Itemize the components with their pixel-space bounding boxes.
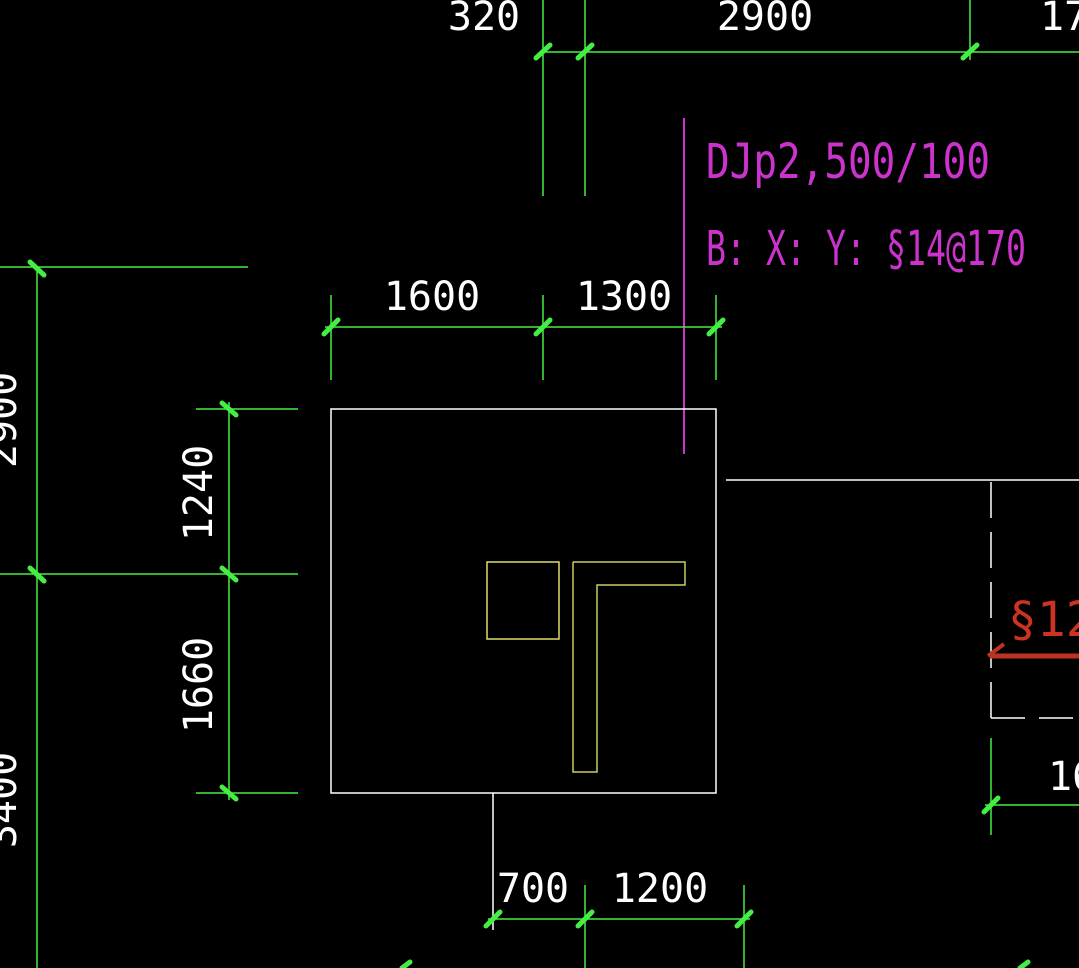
dim-footing-700: 700 [497,866,569,912]
top-dimension-chain: 320 2900 17 [448,0,1079,196]
adjacent-footing-partial: §12 16 [981,482,1079,835]
dim-right-partial: 16 [1048,754,1079,800]
dim-top-320: 320 [448,0,520,40]
footing-label: DJp2,500/100 [706,134,990,190]
dim-footing-1600: 1600 [384,274,480,320]
dim-top-2900: 2900 [717,0,813,40]
footing-annotation: DJp2,500/100 B: X: Y: §14@170 [683,118,1026,454]
footing-left-dimension-chain: 1240 1660 [176,400,298,802]
dim-footing-1300: 1300 [576,274,672,320]
footing-top-dimension-chain: 1600 1300 [321,274,726,380]
footing-bottom-dimension-chain: 700 1200 [399,866,1031,968]
column-outline [486,561,560,640]
rebar-label-partial: §12 [1008,592,1079,648]
footing-outline [330,408,1079,930]
left-outer-dimension-chain: 2900 3400 [0,259,298,968]
reinforcement-label: B: X: Y: §14@170 [706,221,1026,277]
dim-left-outer-3400: 3400 [0,752,26,848]
dim-footing-1240: 1240 [176,445,222,541]
dim-top-17: 17 [1040,0,1079,40]
dim-footing-1660: 1660 [176,637,222,733]
dim-left-outer-2900: 2900 [0,372,26,468]
dim-footing-1200: 1200 [612,866,708,912]
wall-outline [572,561,686,773]
